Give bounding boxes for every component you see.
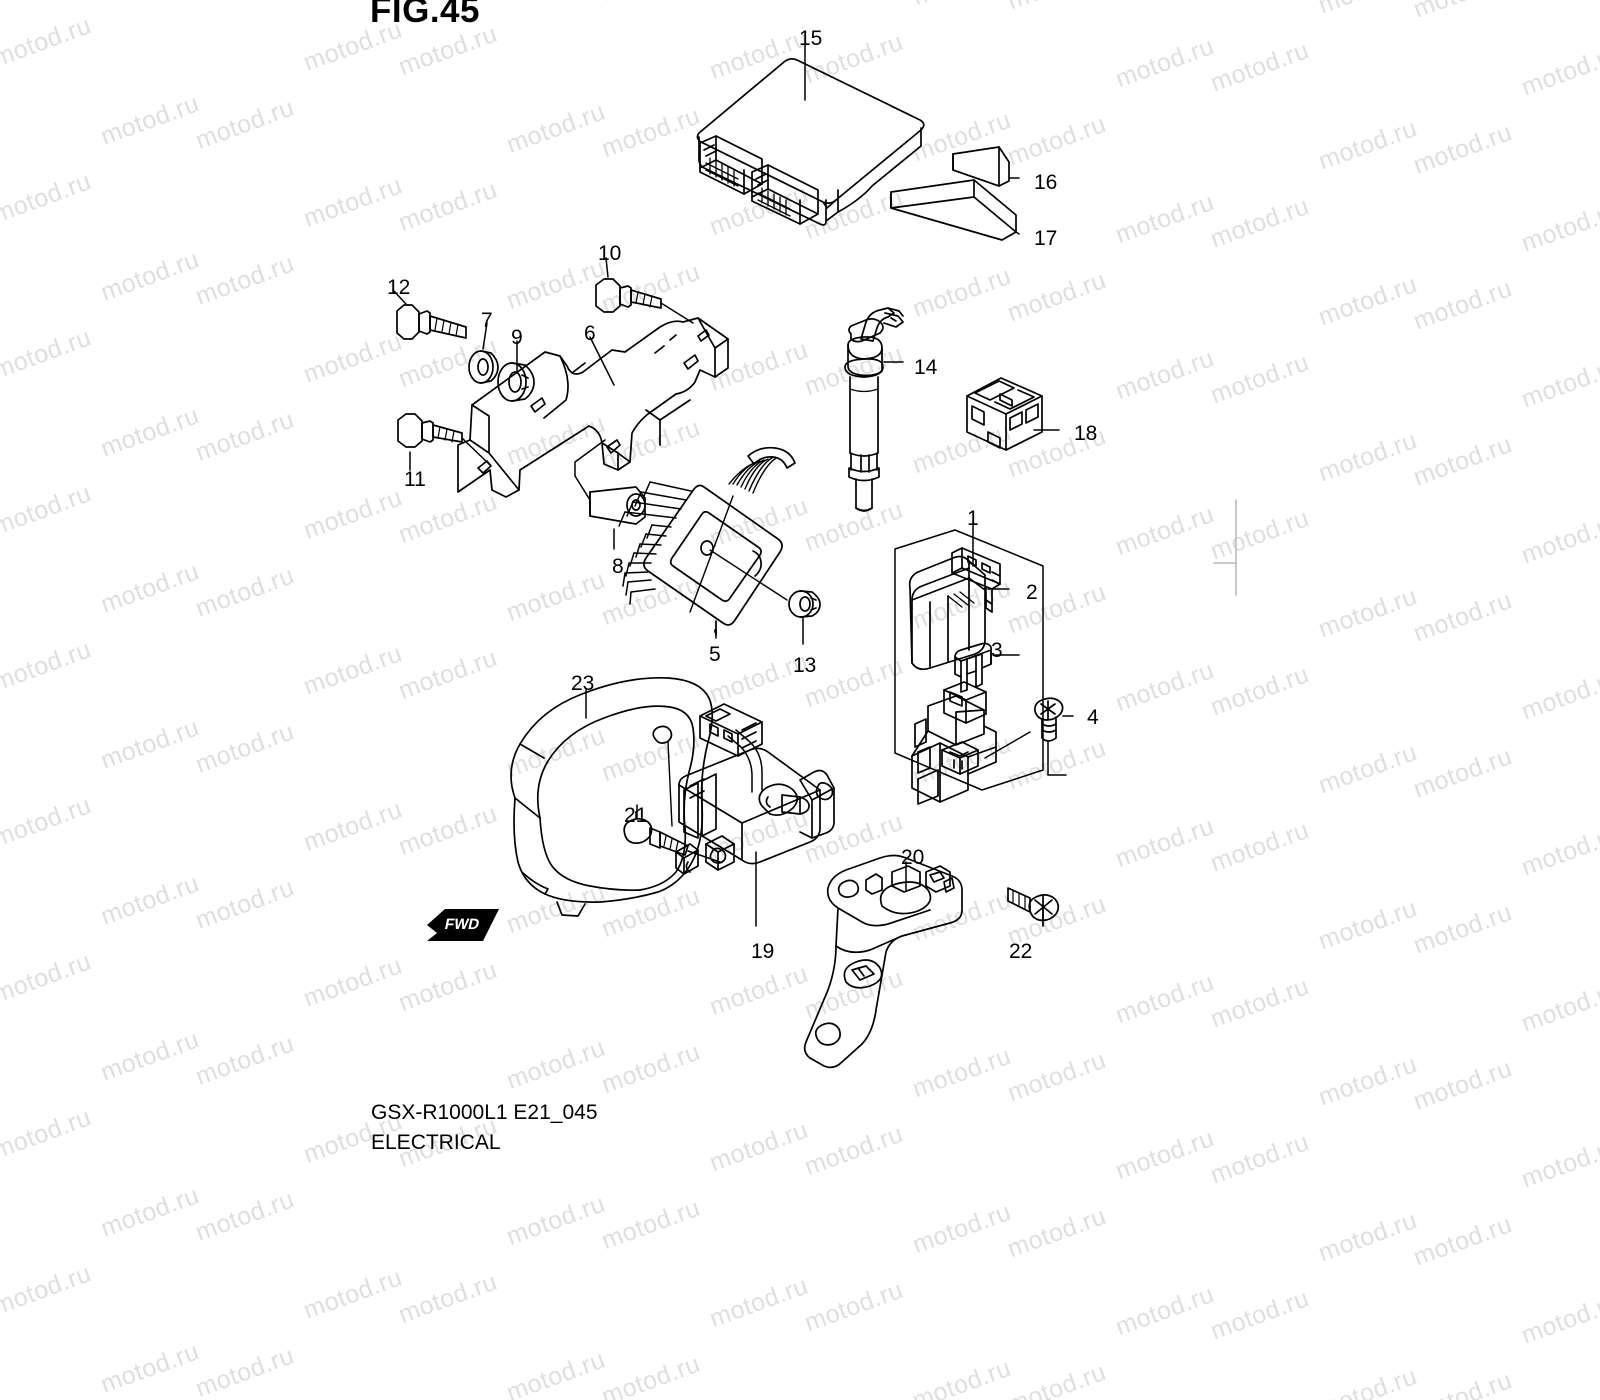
- callout-bracket-bolt-long: 12: [387, 276, 411, 299]
- figure-title: FIG.45: [370, 0, 480, 30]
- callout-lean-angle-sensor: 18: [1074, 422, 1098, 445]
- part-cushion-pad-small: [952, 146, 1020, 187]
- callout-damper-mounting-bracket: 20: [901, 846, 925, 869]
- part-damper-bracket: [803, 854, 963, 1069]
- callout-cushion-pad-large: 17: [1034, 227, 1058, 250]
- callout-regulator-rectifier: 5: [709, 643, 721, 666]
- part-ecu-bracket: [457, 317, 729, 498]
- part-ecu: [696, 41, 925, 226]
- callout-washer: 7: [481, 309, 493, 332]
- part-blade-fuse: [954, 642, 1020, 693]
- callout-collar-spacer: 8: [612, 555, 624, 578]
- part-lean-angle-sensor: [966, 377, 1060, 451]
- part-steering-damper-solenoid: [675, 703, 835, 927]
- part-bolt-12: [392, 289, 467, 340]
- callout-cushion-pad-small: 16: [1034, 171, 1058, 194]
- fwd-direction-marker: FWD: [425, 905, 503, 950]
- part-ignition-coil: [844, 307, 904, 512]
- callout-grommet-cushion: 9: [511, 326, 523, 349]
- part-grommet-13: [788, 590, 821, 645]
- part-washer-7: [468, 322, 499, 384]
- callout-ignition-stick-coil: 14: [914, 356, 938, 379]
- part-bolt-11: [397, 413, 491, 471]
- part-fuse-box-cover: [908, 547, 1010, 671]
- figure-caption: GSX-R1000L1 E21_045 ELECTRICAL: [371, 1098, 598, 1158]
- callout-bracket-bolt-lower: 11: [404, 468, 426, 491]
- fwd-label: FWD: [443, 916, 481, 933]
- callout-steering-damper-solenoid: 19: [751, 940, 775, 963]
- callout-ecu-engine-control-unit: 15: [799, 27, 823, 50]
- callout-wiring-cover: 23: [571, 672, 595, 695]
- watermark-text: motod.rumotod.rumotod.rumotod.rumotod.ru…: [0, 1336, 1600, 1400]
- callout-ecu-mounting-bracket: 6: [584, 322, 596, 345]
- callout-bracket-bolt: 22: [1009, 940, 1033, 963]
- callout-fuse-box-assembly: 1: [967, 507, 979, 530]
- callout-relay-mounting-bolt: 4: [1087, 706, 1099, 729]
- callout-regulator-grommet: 13: [793, 654, 817, 677]
- part-bolt-10: [595, 257, 694, 324]
- watermark-text: motod.rumotod.rumotod.rumotod.rumotod.ru…: [1409, 1366, 1516, 1400]
- registration-mark: [1213, 499, 1237, 596]
- part-wiring-cover: [510, 676, 714, 917]
- watermark-text: motod.rumotod.rumotod.rumotod.rumotod.ru…: [0, 1258, 1600, 1400]
- callout-fuse-box-cover: 2: [1026, 581, 1038, 604]
- callout-cover-bolt: 21: [624, 804, 648, 827]
- part-relay: [911, 681, 1031, 805]
- part-cushion-pad-large: [890, 179, 1020, 241]
- caption-section: ELECTRICAL: [371, 1130, 501, 1154]
- part-grommet-9: [497, 362, 535, 402]
- part-bolt-4: [1034, 697, 1074, 776]
- caption-model: GSX-R1000L1 E21_045: [371, 1101, 598, 1124]
- callout-blade-fuse: 3: [991, 639, 1003, 662]
- part-bolt-22: [1007, 887, 1060, 927]
- technical-drawing: [392, 41, 1237, 1069]
- part-regulator-rectifier: [618, 446, 796, 639]
- callout-bracket-bolt-upper: 10: [598, 242, 622, 265]
- part-collar-8: [574, 439, 646, 550]
